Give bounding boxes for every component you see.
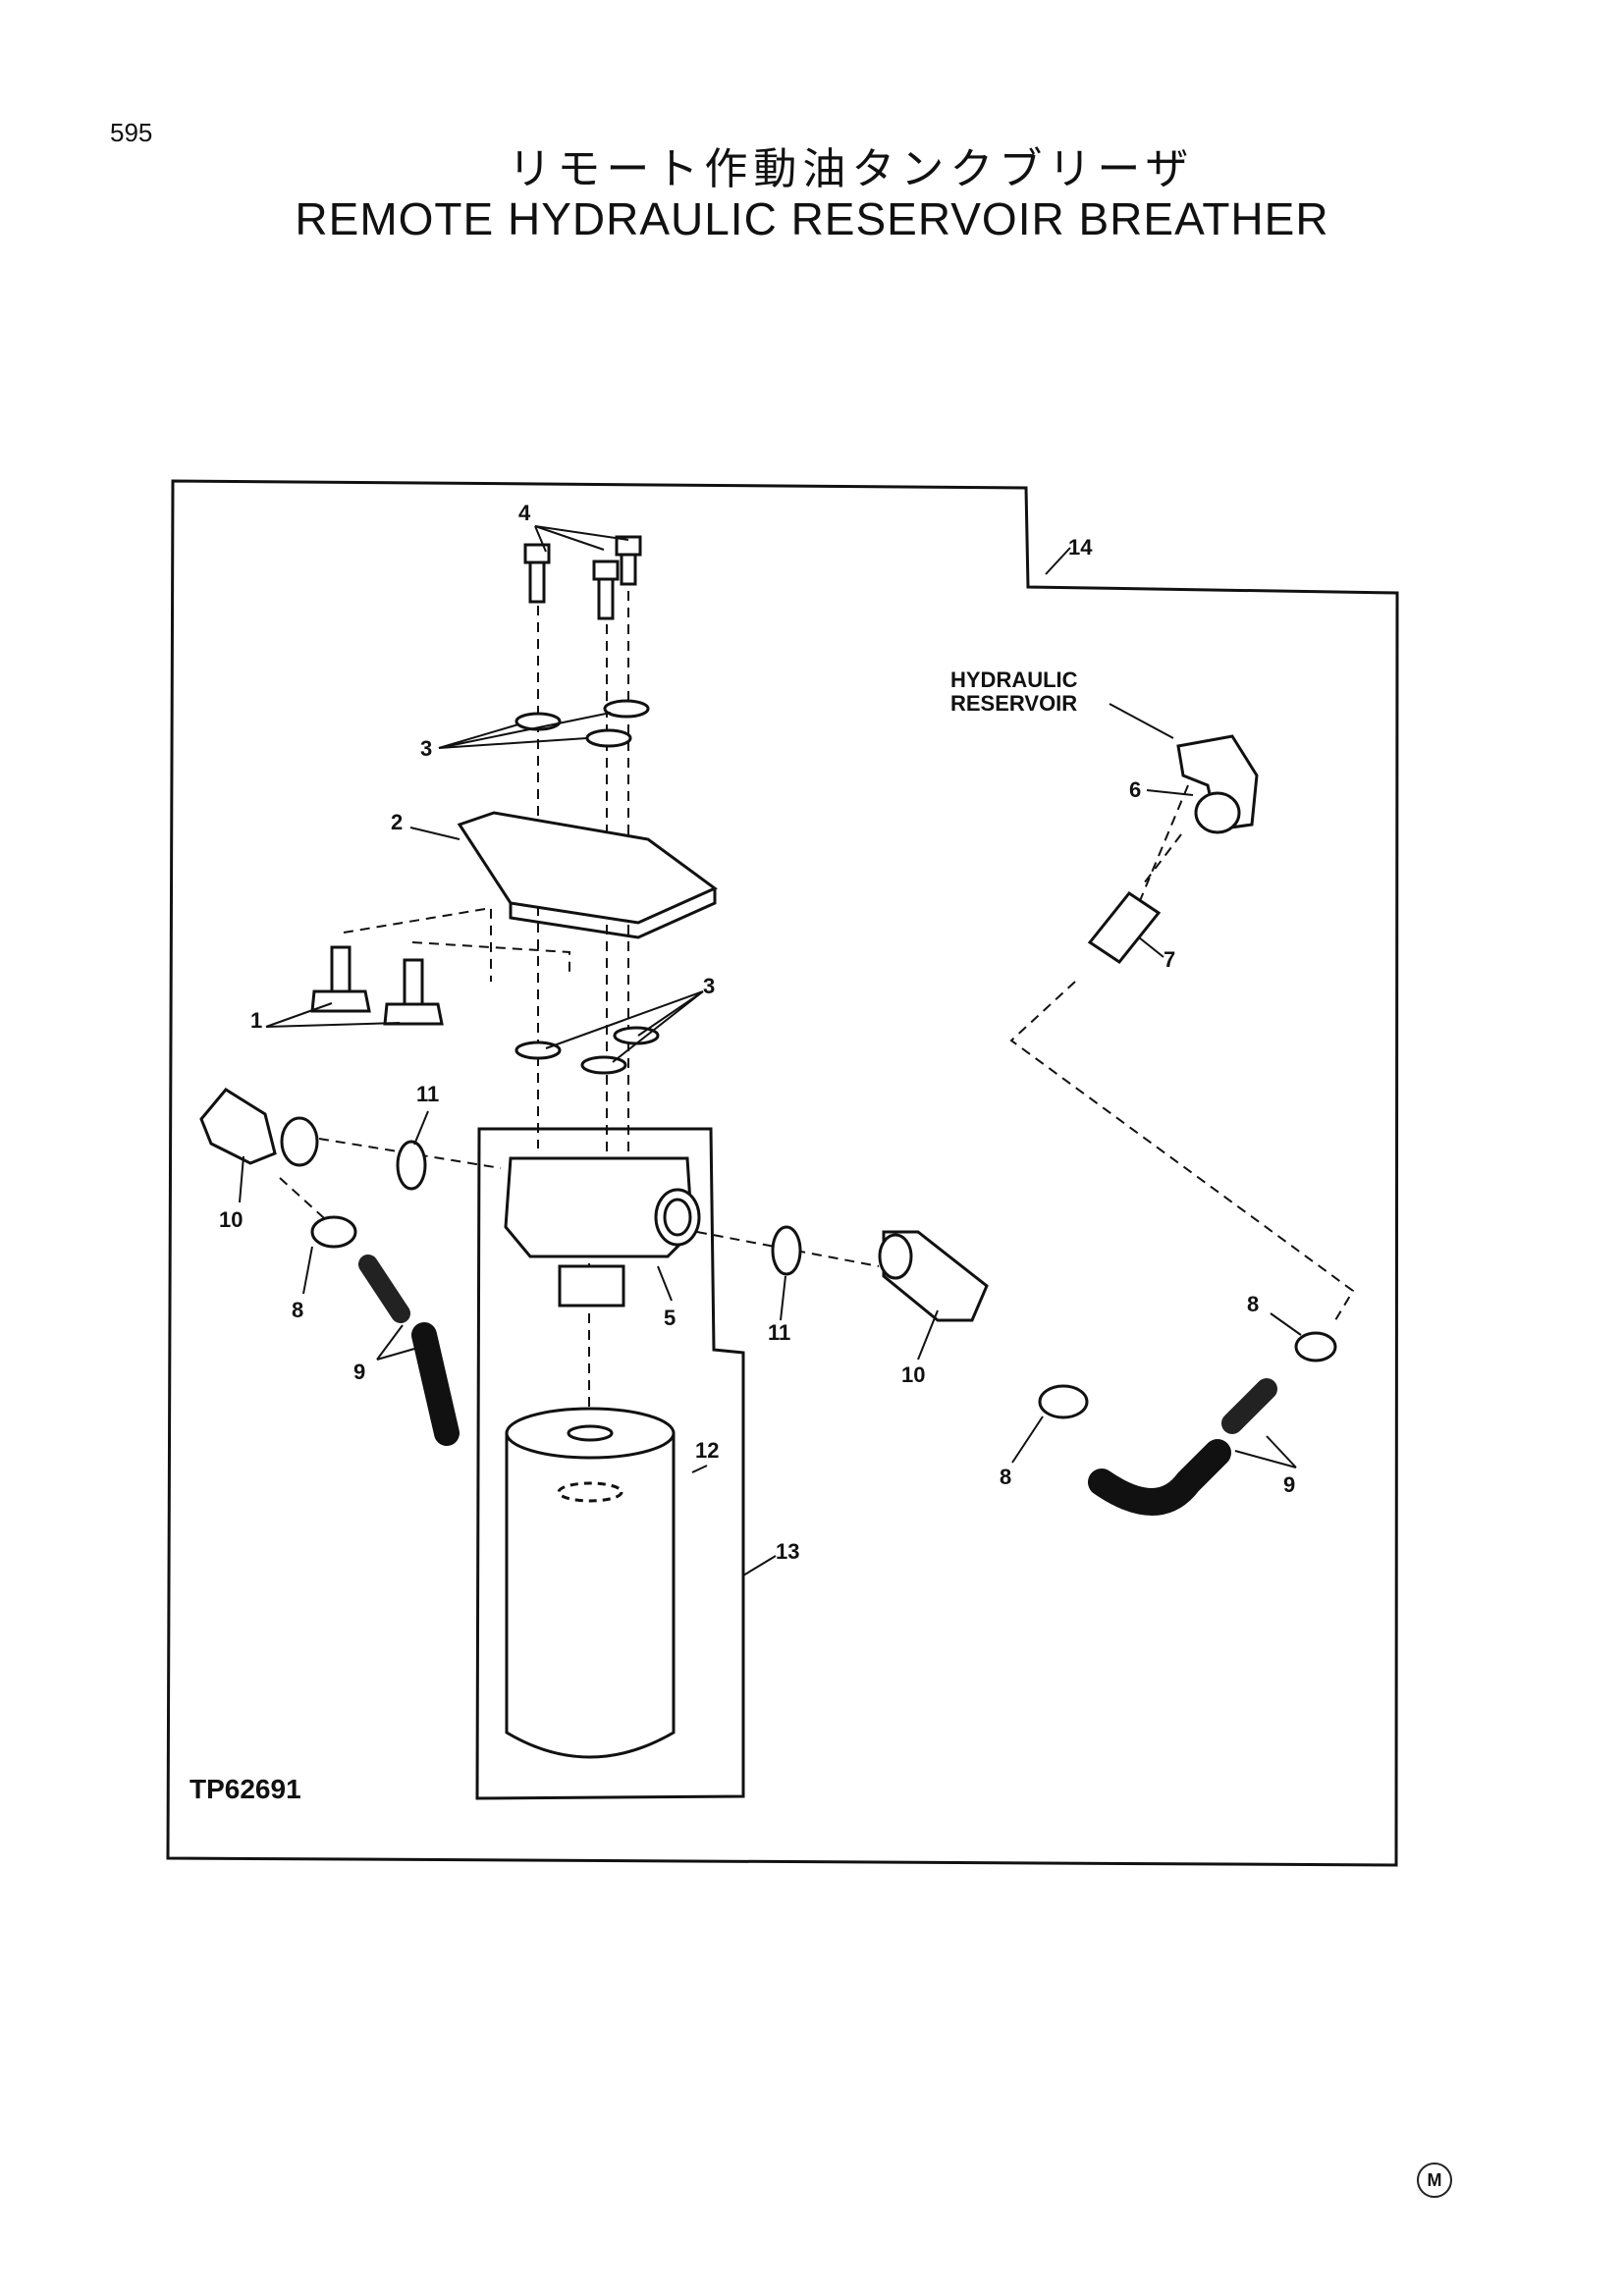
assembly-lines bbox=[279, 574, 1355, 1423]
elbow-fitting-icon bbox=[199, 1088, 989, 1322]
callout-11: 11 bbox=[768, 1320, 790, 1345]
callout-8: 8 bbox=[1000, 1465, 1011, 1489]
callout-9: 9 bbox=[1283, 1472, 1295, 1497]
callout-3: 3 bbox=[420, 736, 432, 761]
filter-frame-outline bbox=[475, 1127, 745, 1800]
callout-12: 12 bbox=[695, 1438, 719, 1463]
callout-11: 11 bbox=[416, 1082, 439, 1106]
callout-2: 2 bbox=[391, 810, 403, 834]
bolt-icon bbox=[523, 535, 642, 620]
frame-outline bbox=[166, 479, 1399, 1867]
hose-icon bbox=[358, 1255, 1277, 1516]
flange-bolt-icon bbox=[310, 945, 444, 1026]
breather-valve bbox=[1087, 890, 1162, 965]
reservoir-label-line1: HYDRAULIC bbox=[950, 667, 1078, 692]
hose-clamp-icon bbox=[310, 1215, 1337, 1419]
callout-3: 3 bbox=[703, 974, 715, 998]
reservoir-label-line2: RESERVOIR bbox=[950, 691, 1077, 716]
callout-10: 10 bbox=[901, 1362, 925, 1387]
callout-1: 1 bbox=[250, 1008, 262, 1033]
callout-13: 13 bbox=[776, 1539, 799, 1564]
callout-4: 4 bbox=[518, 501, 531, 525]
callout-5: 5 bbox=[664, 1306, 676, 1330]
o-ring-icon bbox=[396, 1140, 802, 1276]
filter-element bbox=[505, 1407, 676, 1759]
page-title-english: REMOTE HYDRAULIC RESERVOIR BREATHER bbox=[295, 193, 1329, 244]
page-number: 595 bbox=[110, 118, 153, 147]
filter-head bbox=[504, 1156, 701, 1308]
callout-8: 8 bbox=[292, 1298, 303, 1322]
callout-14: 14 bbox=[1068, 535, 1093, 560]
callout-8: 8 bbox=[1247, 1292, 1259, 1316]
page-title-japanese: リモート作動油タンクブリーザ bbox=[508, 144, 1195, 194]
leader-lines bbox=[239, 525, 1302, 1576]
callout-9: 9 bbox=[353, 1360, 365, 1384]
mounting-plate bbox=[457, 811, 718, 925]
figure-id: TP62691 bbox=[189, 1774, 301, 1804]
callout-10: 10 bbox=[219, 1207, 243, 1232]
callout-7: 7 bbox=[1164, 947, 1175, 972]
corner-mark: M bbox=[1417, 2163, 1452, 2198]
callout-6: 6 bbox=[1129, 777, 1141, 802]
